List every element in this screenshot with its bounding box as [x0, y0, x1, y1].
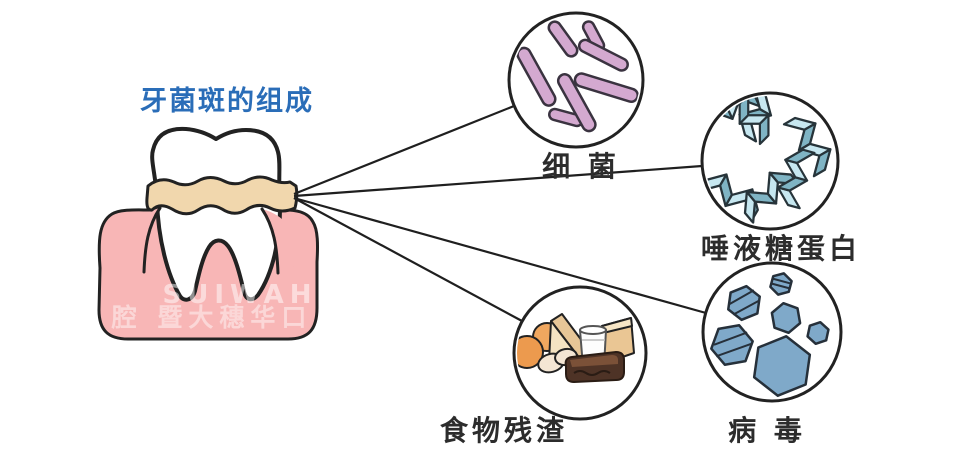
chocolate-bar-top [570, 355, 618, 367]
connector-line-food [293, 197, 523, 322]
food-items [517, 313, 635, 383]
connector-line-glycoprotein [293, 164, 703, 198]
watermark-brand: SUIWAH [163, 280, 318, 310]
virus-hexagon [806, 320, 830, 346]
virus-hexagon [727, 284, 761, 322]
food-debris-circle: 食物残渣 [440, 285, 648, 447]
chocolate-detail [573, 370, 611, 376]
watermark: SUIWAH 腔 暨大穗华口 [111, 280, 318, 332]
bacteria-rod [516, 46, 557, 107]
virus-hexagon [752, 335, 812, 397]
virus-label: 病 毒 [728, 414, 806, 447]
virus-hexagon [770, 301, 802, 335]
connector-lines [293, 104, 707, 322]
bacteria-rod [573, 72, 639, 103]
page-title: 牙菌斑的组成 [140, 85, 314, 117]
virus-hexagon [769, 272, 793, 296]
orange-fruit [517, 335, 544, 369]
gum-margin [116, 206, 300, 275]
food-debris-label: 食物残渣 [440, 414, 568, 447]
connector-line-bacteria [293, 104, 515, 196]
glycoprotein-circle: 唾液糖蛋白 [700, 91, 861, 265]
milk-glass-rim [579, 325, 607, 335]
connector-line-virus [293, 196, 707, 315]
bacteria-label: 细 菌 [542, 150, 620, 183]
virus-circle: 病 毒 [701, 261, 843, 447]
bacteria-rod [556, 73, 597, 133]
bacteria-rods [516, 20, 639, 133]
virus-hexagon [710, 324, 754, 366]
watermark-caption: 腔 暨大穗华口 [111, 303, 313, 332]
virus-hexagons [710, 272, 830, 397]
bacteria-rod [577, 38, 629, 72]
bacteria-rod [547, 20, 579, 58]
plaque-band [145, 175, 299, 216]
bacteria-circle: 细 菌 [507, 11, 645, 183]
glycoprotein-label: 唾液糖蛋白 [701, 232, 861, 265]
tooth [150, 126, 283, 302]
